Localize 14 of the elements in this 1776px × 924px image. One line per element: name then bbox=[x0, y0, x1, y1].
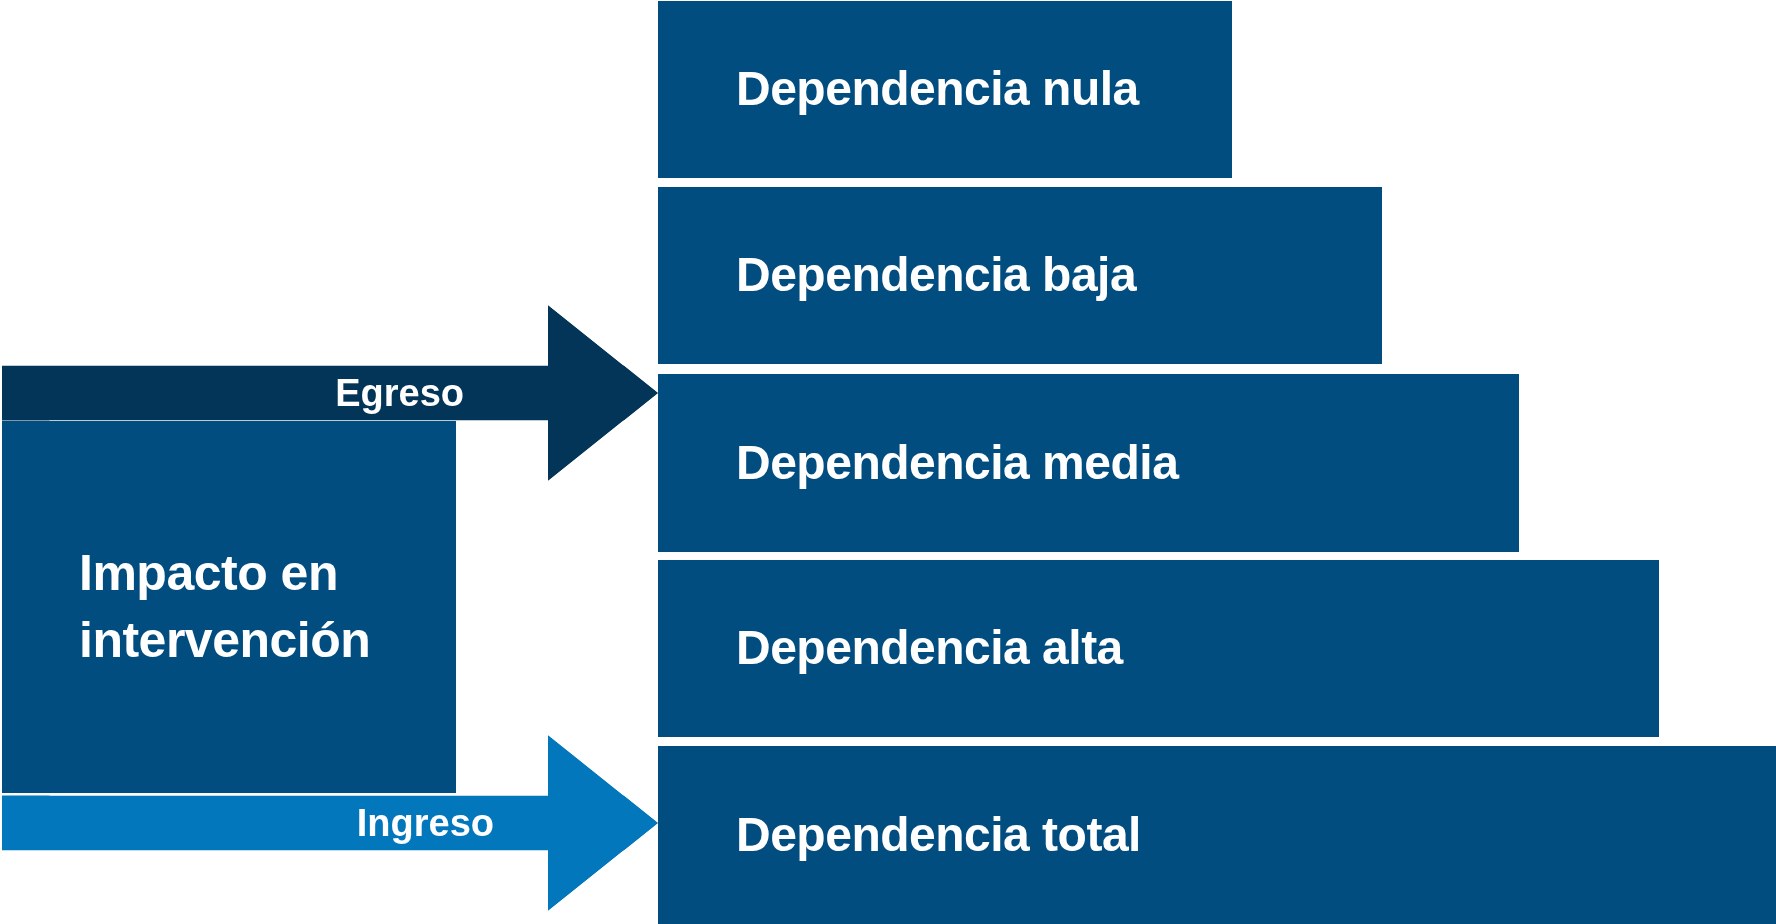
edge-label: Egreso bbox=[335, 370, 464, 416]
level-box bbox=[2, 421, 456, 793]
box-label: Impacto en intervención bbox=[79, 543, 372, 670]
level-box bbox=[658, 1, 1232, 178]
level-box bbox=[658, 746, 1776, 924]
level-box bbox=[658, 560, 1659, 737]
edge-label: Ingreso bbox=[356, 800, 494, 846]
level-box bbox=[658, 187, 1382, 364]
level-box bbox=[658, 374, 1519, 552]
box-label: Dependencia nula bbox=[736, 61, 1139, 118]
box-label: Dependencia media bbox=[736, 434, 1179, 491]
box-label: Dependencia baja bbox=[736, 247, 1137, 304]
box-label: Dependencia alta bbox=[736, 620, 1123, 677]
box-label: Dependencia total bbox=[736, 806, 1141, 863]
